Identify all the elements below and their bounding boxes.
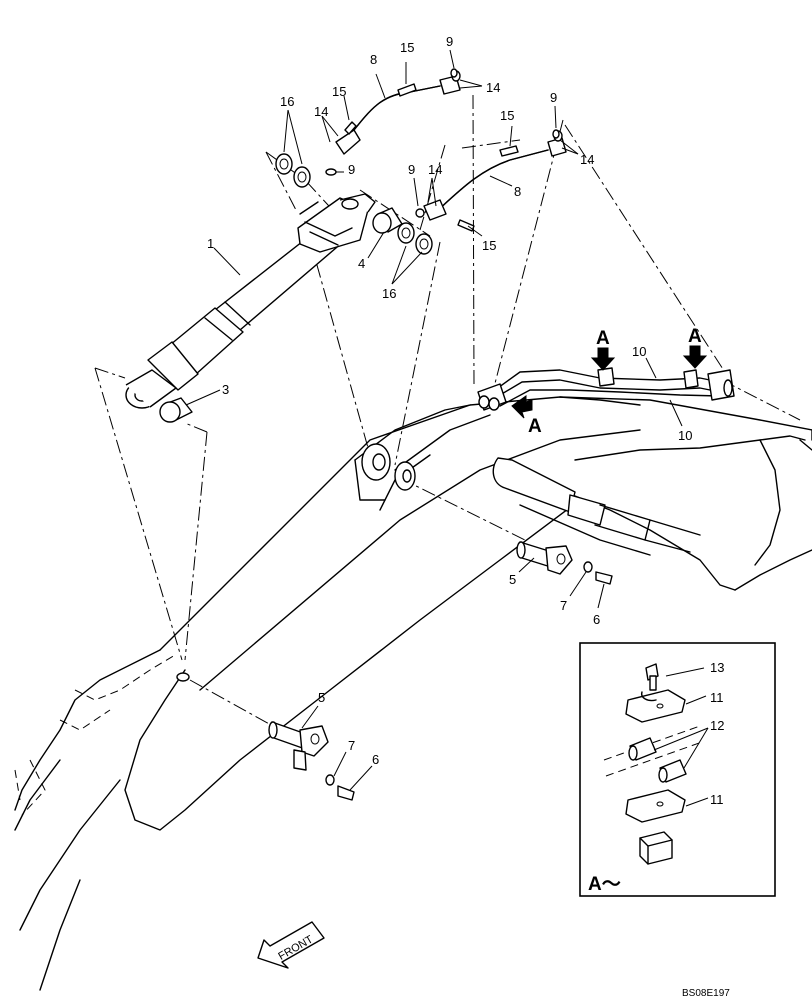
label-7-b: 7	[348, 738, 355, 753]
view-marker-a-3: A	[528, 416, 542, 437]
label-15-a: 15	[332, 84, 346, 99]
projection-lines	[94, 94, 801, 731]
label-10-a: 10	[632, 344, 646, 359]
pins-part-5	[268, 541, 613, 801]
pipes-part-10	[477, 367, 735, 411]
inset-view-a	[579, 642, 776, 897]
label-8-a: 8	[370, 52, 377, 67]
label-9-c: 9	[408, 162, 415, 177]
label-16-lower: 16	[382, 286, 396, 301]
label-15-b: 15	[400, 40, 414, 55]
part-labels: 1 3 4 16 16 14 15 8 15 9 14 9 9 14 15 15…	[207, 34, 724, 807]
label-13: 13	[710, 660, 724, 675]
label-5-a: 5	[509, 572, 516, 587]
cylinder-part-1	[125, 193, 376, 409]
label-14-b: 14	[486, 80, 500, 95]
view-marker-a-1: A	[596, 328, 610, 349]
arm	[492, 396, 812, 591]
label-11-lower: 11	[710, 792, 724, 807]
label-15-c: 15	[482, 238, 496, 253]
view-arrows	[511, 345, 708, 419]
label-14-c: 14	[428, 162, 442, 177]
front-arrow	[257, 921, 325, 969]
label-12: 12	[710, 718, 724, 733]
label-15-d: 15	[500, 108, 514, 123]
label-3: 3	[222, 382, 229, 397]
bushings-and-shims	[159, 153, 433, 423]
label-5-b: 5	[318, 690, 325, 705]
view-marker-a-2: A	[688, 326, 702, 347]
label-9-a: 9	[446, 34, 453, 49]
label-6-b: 6	[372, 752, 379, 767]
label-6-a: 6	[593, 612, 600, 627]
label-4: 4	[358, 256, 365, 271]
drawing-code: BS08E197	[682, 988, 730, 999]
label-7-a: 7	[560, 598, 567, 613]
label-1: 1	[207, 236, 214, 251]
leader-lines	[185, 49, 683, 791]
label-14-a: 14	[314, 104, 328, 119]
hoses-part-8	[325, 68, 567, 232]
label-11-upper: 11	[710, 690, 724, 705]
label-10-b: 10	[678, 428, 692, 443]
label-14-d: 14	[580, 152, 594, 167]
inset-title: A～	[588, 874, 621, 895]
label-16-upper: 16	[280, 94, 294, 109]
label-9-d: 9	[550, 90, 557, 105]
label-8-b: 8	[514, 184, 521, 199]
label-9-b: 9	[348, 162, 355, 177]
